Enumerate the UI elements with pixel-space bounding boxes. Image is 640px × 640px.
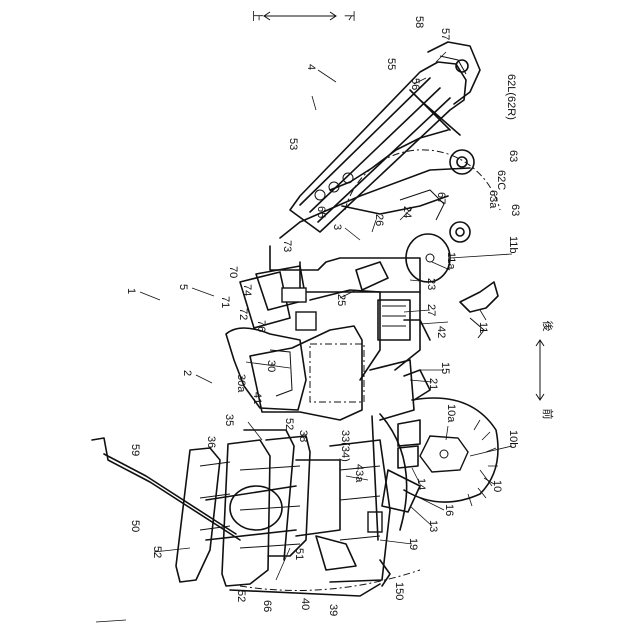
label-56: 56 xyxy=(409,78,421,90)
label-73: 73 xyxy=(281,240,293,252)
label-19: 19 xyxy=(407,538,419,550)
label-10a: 10a xyxy=(445,404,457,423)
front-attachment xyxy=(92,414,420,596)
label-11a: 11a xyxy=(445,252,457,270)
axis-rear-label: 後 xyxy=(541,321,555,332)
vertical-axis-indicator: 上 下 xyxy=(251,11,355,22)
label-76: 76 xyxy=(255,320,267,332)
label-23: 23 xyxy=(425,278,437,290)
label-52-b: 52 xyxy=(151,546,163,558)
label-1: 1 xyxy=(125,288,137,294)
label-38: 38 xyxy=(297,430,309,442)
label-36: 36 xyxy=(205,436,217,448)
label-74: 74 xyxy=(241,284,253,296)
label-33: 33(34) xyxy=(339,430,351,462)
label-10b: 10b xyxy=(507,430,519,448)
horizontal-axis-indicator: 後 前 xyxy=(536,321,555,420)
label-43a: 43a xyxy=(353,464,365,483)
label-66: 66 xyxy=(261,600,273,612)
axis-front-label: 前 xyxy=(541,409,555,420)
label-10: 10 xyxy=(491,480,503,492)
axis-down-label: 下 xyxy=(343,11,355,22)
label-24: 24 xyxy=(401,206,413,218)
label-2: 2 xyxy=(181,370,193,376)
label-4: 4 xyxy=(305,64,317,70)
label-70: 70 xyxy=(227,266,239,278)
label-57: 57 xyxy=(439,28,451,40)
label-63-b: 63 xyxy=(507,150,519,162)
picking-unit xyxy=(280,42,500,242)
reference-labels: 1 2 3 4 5 10 10a 10b 11 11a 11b 13 14 15… xyxy=(125,16,521,616)
label-3: 3 xyxy=(331,224,343,230)
label-40: 40 xyxy=(299,598,311,610)
label-63-c: 63 xyxy=(509,204,521,216)
label-11: 11 xyxy=(477,322,489,333)
label-50: 50 xyxy=(129,520,141,532)
label-67: 67 xyxy=(435,192,447,204)
label-14: 14 xyxy=(415,478,427,490)
label-27: 27 xyxy=(425,304,437,316)
label-15: 15 xyxy=(439,362,451,374)
label-42: 42 xyxy=(435,326,447,338)
label-62C: 62C xyxy=(495,170,507,190)
label-16: 16 xyxy=(443,504,455,516)
label-53: 53 xyxy=(287,138,299,150)
label-71: 71 xyxy=(219,296,231,308)
label-13: 13 xyxy=(427,520,439,532)
label-52-c: 52 xyxy=(235,590,247,602)
label-39: 39 xyxy=(327,604,339,616)
label-58: 58 xyxy=(413,16,425,28)
label-59: 59 xyxy=(129,444,141,456)
label-55: 55 xyxy=(385,58,397,70)
label-21: 21 xyxy=(427,378,439,390)
label-35: 35 xyxy=(223,414,235,426)
label-65: 65 xyxy=(315,206,327,218)
leader-lines xyxy=(96,52,512,622)
label-25: 25 xyxy=(335,294,347,306)
axis-up-label: 上 xyxy=(251,11,264,22)
label-150: 150 xyxy=(393,582,405,600)
label-26: 26 xyxy=(373,214,385,226)
label-72: 72 xyxy=(237,308,249,320)
label-41: 41 xyxy=(251,392,263,404)
label-5: 5 xyxy=(177,284,189,290)
label-30: 30 xyxy=(265,360,277,372)
label-51: 51 xyxy=(293,548,305,560)
label-11b: 11b xyxy=(507,236,519,254)
label-62L: 62L(62R) xyxy=(505,74,517,120)
label-52-a: 52 xyxy=(283,418,295,430)
label-30a: 30a xyxy=(235,374,247,393)
label-63a: 63a xyxy=(487,190,499,209)
